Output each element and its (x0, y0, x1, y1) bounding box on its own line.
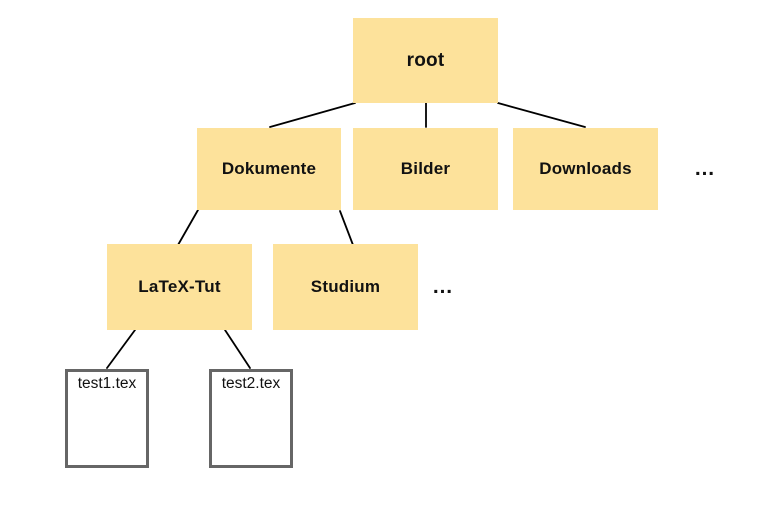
node-dokumente: Dokumente (197, 128, 341, 210)
node-bilder: Bilder (353, 128, 498, 210)
node-latex-tut: LaTeX-Tut (107, 244, 252, 330)
edge-dokumente-latextut (177, 209, 199, 246)
edge-latextut-test2 (224, 329, 251, 369)
level2-ellipsis: … (432, 275, 454, 298)
edge-root-downloads (497, 102, 586, 128)
edge-latextut-test1 (106, 329, 136, 369)
node-root: root (353, 18, 498, 103)
node-downloads: Downloads (513, 128, 658, 210)
edge-root-dokumente (269, 102, 356, 128)
node-file-test1: test1.tex (65, 369, 149, 468)
node-file-test2: test2.tex (209, 369, 293, 468)
node-studium: Studium (273, 244, 418, 330)
edge-dokumente-studium (339, 210, 354, 246)
level1-ellipsis: … (694, 157, 716, 180)
